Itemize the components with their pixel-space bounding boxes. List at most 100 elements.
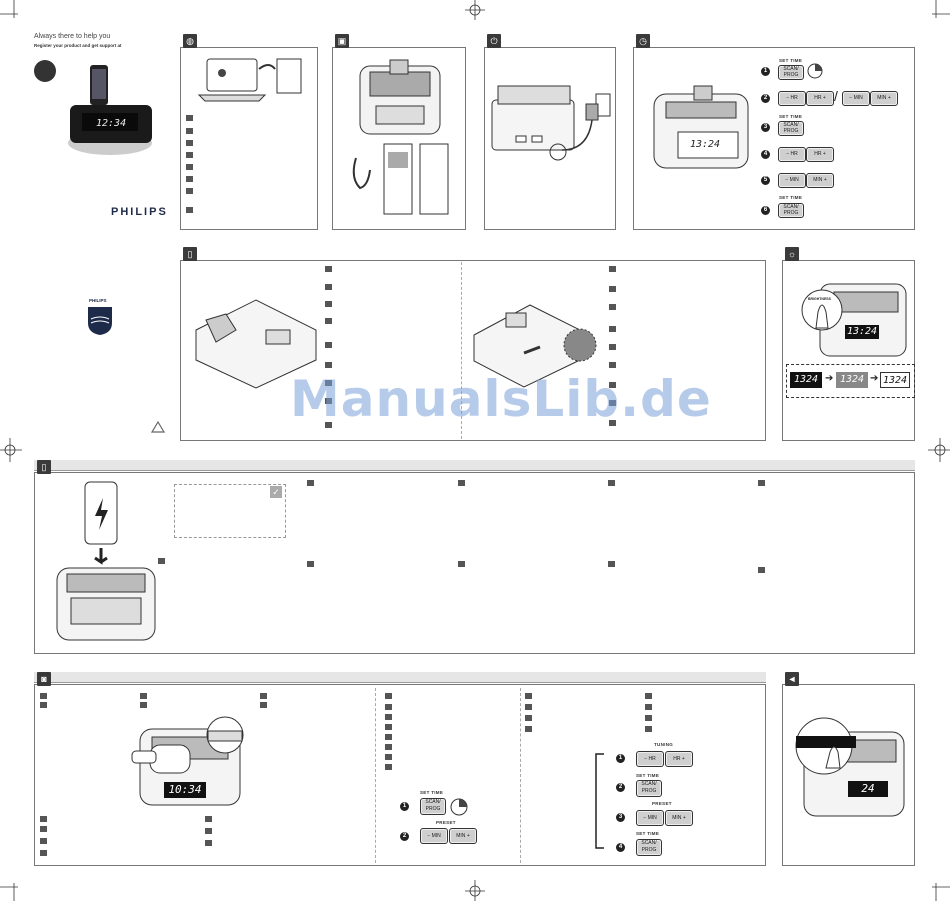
bullet xyxy=(325,318,332,324)
set-time-label: SET TIME xyxy=(636,831,660,836)
bullet xyxy=(307,561,314,567)
plus-label: + xyxy=(681,756,685,762)
min-minus-button[interactable]: − MIN xyxy=(778,173,806,188)
hr-plus-button[interactable]: HR + xyxy=(806,91,834,106)
step-number: 4 xyxy=(761,150,770,159)
bullet xyxy=(525,704,532,710)
speaker-icon: ◄ xyxy=(785,672,799,686)
bullet xyxy=(608,480,615,486)
bullet xyxy=(385,704,392,710)
step-number: 6 xyxy=(761,206,770,215)
scan-prog-button[interactable]: SCAN/ PROG xyxy=(420,798,446,815)
arrow-right-icon: ➔ xyxy=(870,373,879,384)
bullet xyxy=(260,702,267,708)
hr-label: HR xyxy=(790,151,798,157)
bullet xyxy=(458,561,465,567)
bullet xyxy=(140,702,147,708)
divider xyxy=(375,688,376,863)
preset-label: PRESET xyxy=(652,801,672,806)
hr-plus-button[interactable]: HR + xyxy=(665,751,693,767)
bullet xyxy=(645,704,652,710)
dock-section-header xyxy=(34,460,915,471)
scan-prog-button[interactable]: SCAN/ PROG xyxy=(636,839,662,856)
bullet xyxy=(609,344,616,350)
bullet xyxy=(205,828,212,834)
step-number: 1 xyxy=(616,754,625,763)
step-number: 4 xyxy=(616,843,625,852)
brightness-high-display: 1324 xyxy=(790,372,822,388)
brightness-unit-display: 13:24 xyxy=(845,325,879,339)
min-plus-button[interactable]: MIN + xyxy=(449,828,477,844)
hr-minus-button[interactable]: − HR xyxy=(636,751,664,767)
hr-minus-button[interactable]: − HR xyxy=(778,91,806,106)
step-number: 3 xyxy=(616,813,625,822)
bullet xyxy=(158,558,165,564)
divider xyxy=(461,262,462,439)
min-plus-button[interactable]: MIN + xyxy=(806,173,834,188)
scan-prog-button[interactable]: SCAN/ PROG xyxy=(778,65,804,80)
check-icon: ✓ xyxy=(270,486,282,498)
hr-minus-button[interactable]: − HR xyxy=(778,147,806,162)
plus-label: + xyxy=(682,815,686,821)
hr-label: HR xyxy=(673,756,681,762)
min-plus-button[interactable]: MIN + xyxy=(870,91,898,106)
power-plug-icon: ⏻ xyxy=(487,34,501,48)
min-label: MIN xyxy=(853,95,863,101)
scan-prog-button[interactable]: SCAN/ PROG xyxy=(778,203,804,218)
bullet xyxy=(609,326,616,332)
bullet xyxy=(40,826,47,832)
bullet xyxy=(40,838,47,844)
bullet xyxy=(205,816,212,822)
minus-label: − xyxy=(849,95,853,101)
min-plus-button[interactable]: MIN + xyxy=(665,810,693,826)
scan-prog-button[interactable]: SCAN/ PROG xyxy=(778,121,804,136)
bullet xyxy=(140,693,147,699)
brightness-icon: ☼ xyxy=(785,247,799,261)
min-minus-button[interactable]: − MIN xyxy=(636,810,664,826)
step-number: 2 xyxy=(616,783,625,792)
hr-label: HR xyxy=(814,151,822,157)
tuning-label: TUNING xyxy=(654,742,674,747)
set-time-label: SET TIME xyxy=(420,790,444,795)
hr-label: HR xyxy=(814,95,822,101)
min-minus-button[interactable]: − MIN xyxy=(842,91,870,106)
step-number: 5 xyxy=(761,176,770,185)
min-label: MIN xyxy=(456,833,466,839)
set-time-label: SET TIME xyxy=(636,773,660,778)
min-label: MIN xyxy=(789,177,799,183)
scan-prog-button[interactable]: SCAN/ PROG xyxy=(636,780,662,797)
min-minus-button[interactable]: − MIN xyxy=(420,828,448,844)
bullet xyxy=(325,380,332,386)
set-time-label: SET TIME xyxy=(779,195,803,200)
bullet xyxy=(186,207,193,213)
bullet xyxy=(385,714,392,720)
phone-icon: ▯ xyxy=(37,460,51,474)
bullet xyxy=(608,561,615,567)
brightness-low-display: 1324 xyxy=(880,372,910,388)
bullet xyxy=(645,726,652,732)
bullet xyxy=(40,702,47,708)
minus-label: − xyxy=(644,756,648,762)
bullet xyxy=(385,724,392,730)
bullet xyxy=(325,266,332,272)
bullet xyxy=(385,754,392,760)
bullet xyxy=(325,284,332,290)
globe-icon: ◍ xyxy=(183,34,197,48)
timer-icon xyxy=(807,63,823,79)
battery-cover-illustration xyxy=(473,304,597,388)
bullet xyxy=(645,693,652,699)
dock-illustration xyxy=(56,481,156,641)
hr-label: HR xyxy=(648,756,656,762)
bullet xyxy=(186,115,193,121)
bullet xyxy=(186,128,193,134)
plus-label: + xyxy=(822,151,826,157)
brightness-mid-display: 1324 xyxy=(836,372,868,388)
hr-plus-button[interactable]: HR + xyxy=(806,147,834,162)
step-number: 1 xyxy=(400,802,409,811)
brightness-label: BRIGHTNESS xyxy=(808,297,831,301)
bullet xyxy=(186,140,193,146)
bullet xyxy=(40,693,47,699)
device-time-display: 12:34 xyxy=(96,118,127,129)
bullet xyxy=(609,362,616,368)
